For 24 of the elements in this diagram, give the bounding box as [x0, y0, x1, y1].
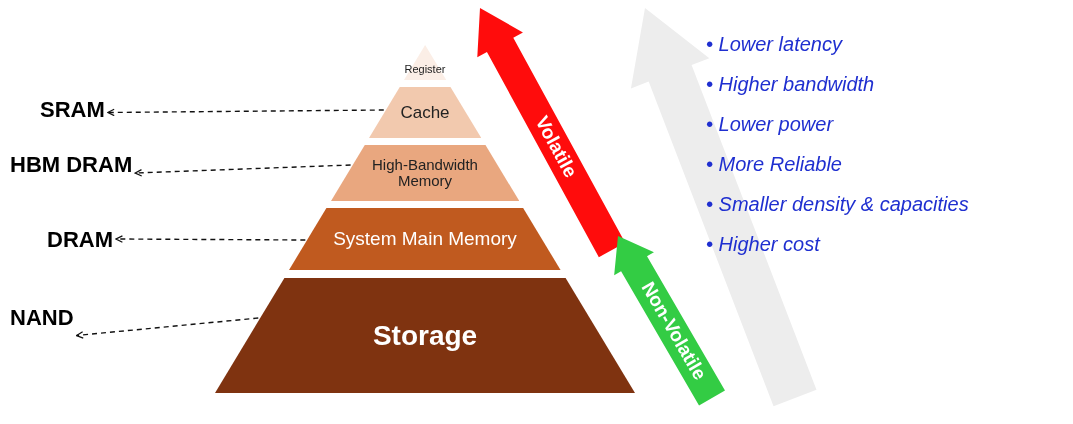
- benefit-item: • Higher cost: [706, 232, 822, 257]
- memory-type-label: DRAM: [47, 227, 113, 253]
- pyramid-tier: [403, 45, 447, 80]
- dashed-arrow: [115, 235, 307, 243]
- benefit-item: • Lower latency: [706, 32, 844, 57]
- pyramid-tier: [215, 278, 635, 393]
- tier-label: System Main Memory: [332, 229, 518, 249]
- dashed-arrow: [107, 108, 385, 117]
- benefit-item: • Higher bandwidth: [706, 72, 876, 97]
- tier-label: Cache: [399, 103, 451, 122]
- benefit-item: • Smaller density & capacities: [706, 192, 969, 217]
- memory-type-label: NAND: [10, 305, 74, 331]
- benefit-item: • Lower power: [706, 112, 835, 137]
- memory-type-label: SRAM: [40, 97, 105, 123]
- benefit-item: • More Reliable: [706, 152, 843, 177]
- dashed-arrow: [134, 164, 352, 177]
- dashed-arrow: [75, 317, 259, 339]
- tier-label: Register: [403, 63, 447, 76]
- memory-type-label: HBM DRAM: [10, 152, 133, 178]
- pyramid-tier: [289, 208, 561, 270]
- pyramid-tier: [330, 145, 520, 201]
- tier-label: High-Bandwidth Memory: [371, 157, 479, 189]
- tier-label: Storage: [371, 321, 479, 351]
- pyramid-tier: [368, 87, 482, 138]
